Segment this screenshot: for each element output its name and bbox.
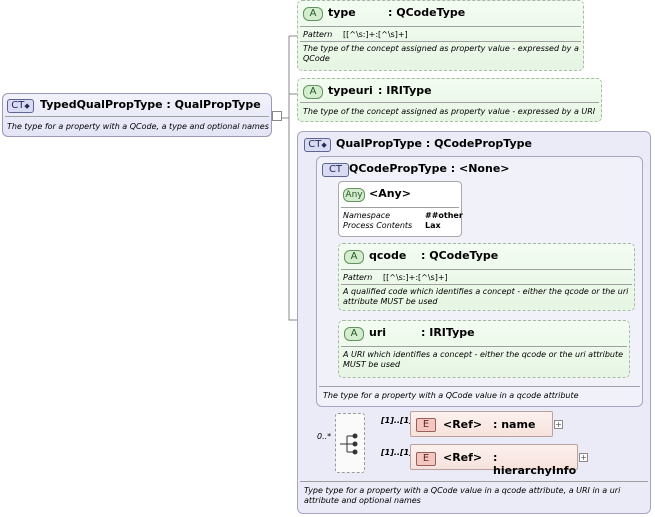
attribute-qcode[interactable]: A qcode : QCodeType Pattern [[^\s:]+:[^\… (338, 243, 635, 311)
attribute-uri-description: A URI which identifies a concept - eithe… (343, 350, 624, 369)
element-hierarchyinfo-label: : hierarchyInfo (493, 451, 577, 477)
any-name: <Any> (369, 187, 411, 200)
any-badge: Any (343, 188, 365, 202)
element-name-cardinality: [1]..[1] (381, 416, 413, 425)
pattern-value: [[^\s:]+:[^\s]+] (343, 30, 408, 39)
attribute-typeuri[interactable]: A typeuri : IRIType The type of the conc… (297, 78, 602, 122)
namespace-label: Namespace (343, 211, 391, 220)
attribute-qcode-description: A qualified code which identifies a conc… (343, 287, 629, 306)
attribute-typeuri-type: : IRIType (378, 84, 432, 97)
attribute-uri-name: uri (369, 326, 387, 339)
complextype-badge: CT (322, 163, 349, 177)
attribute-type-name: type (328, 6, 356, 19)
any-element[interactable]: Any <Any> Namespace ##other Process Cont… (338, 181, 463, 237)
attribute-type[interactable]: A type : QCodeType Pattern [[^\s:]+:[^\s… (297, 0, 584, 71)
attribute-typeuri-name: typeuri (328, 84, 373, 97)
attribute-badge: A (344, 327, 364, 341)
complextype-badge: CT◆ (7, 99, 34, 113)
root-name: TypedQualPropType (40, 98, 163, 111)
element-name[interactable]: E <Ref> : name (410, 411, 553, 437)
attribute-qcode-type: : QCodeType (421, 249, 499, 262)
sequence-icon (340, 433, 358, 455)
complextype-badge: CT◆ (304, 138, 331, 152)
namespace-value: ##other (425, 211, 463, 220)
qualprop-description: Type type for a property with a QCode va… (304, 486, 621, 505)
attribute-uri-type: : IRIType (421, 326, 475, 339)
element-hierarchyinfo-ref: <Ref> (443, 451, 483, 464)
element-badge: E (416, 452, 436, 466)
pattern-value: [[^\s:]+:[^\s]+] (383, 273, 448, 282)
attribute-typeuri-description: The type of the concept assigned as prop… (303, 107, 596, 116)
attribute-badge: A (303, 7, 323, 21)
attribute-qcode-name: qcode (369, 249, 407, 262)
collapse-toggle[interactable] (272, 111, 282, 121)
qcodeprop-type: : <None> (450, 162, 510, 175)
root-sep: : (166, 98, 171, 111)
element-badge: E (416, 418, 436, 432)
process-contents-label: Process Contents (343, 221, 413, 230)
pattern-label: Pattern (343, 273, 373, 282)
qcodeprop-description: The type for a property with a QCode val… (323, 391, 579, 400)
attribute-badge: A (344, 250, 364, 264)
attribute-badge: A (303, 85, 323, 99)
root-description: The type for a property with a QCode, a … (7, 122, 269, 131)
root-base: QualPropType (174, 98, 261, 111)
element-name-label: : name (493, 418, 536, 431)
typedqualproptype-complextype[interactable]: CT◆ TypedQualPropType : QualPropType The… (2, 93, 272, 137)
attribute-type-description: The type of the concept assigned as prop… (303, 44, 579, 63)
sequence-cardinality: 0..* (317, 432, 332, 441)
qcodeprop-name: QCodePropType (349, 162, 447, 175)
qualprop-name: QualPropType (336, 137, 422, 150)
element-hierarchyinfo[interactable]: E <Ref> : hierarchyInfo (410, 444, 578, 477)
pattern-label: Pattern (303, 30, 333, 39)
attribute-type-type: : QCodeType (388, 6, 466, 19)
process-contents-value: Lax (425, 221, 441, 230)
attribute-uri[interactable]: A uri : IRIType A URI which identifies a… (338, 320, 630, 378)
expand-name-icon[interactable]: + (554, 420, 563, 429)
element-name-ref: <Ref> (443, 418, 483, 431)
qualprop-type: : QCodePropType (425, 137, 533, 150)
sequence-compositor[interactable] (335, 413, 365, 473)
expand-hierarchyinfo-icon[interactable]: + (579, 453, 588, 462)
element-hierarchyinfo-cardinality: [1]..[1] (381, 448, 413, 457)
